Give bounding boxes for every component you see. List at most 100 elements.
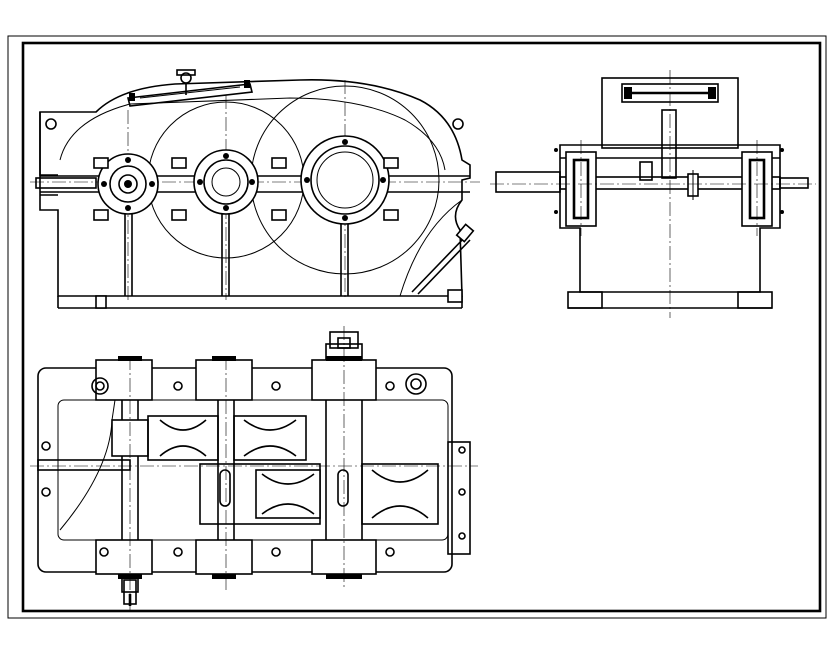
bolt-hole: [342, 139, 348, 145]
cover-screw-right: [244, 80, 250, 88]
vent-cap: [176, 69, 196, 76]
bolt-hole: [149, 181, 155, 187]
bearing-cover-1-mid: [109, 165, 147, 203]
side-foot-left: [567, 291, 603, 309]
bolt-hole: [380, 177, 386, 183]
bolt-hole: [223, 153, 229, 159]
lifting-eye-right: [452, 118, 464, 130]
side-key: [639, 161, 653, 181]
side-input-shaft: [495, 171, 561, 193]
bolt-hole: [101, 181, 107, 187]
top-flange-hole-1: [458, 446, 466, 454]
side-output-shaft-end: [779, 177, 809, 189]
edge-bolt: [271, 381, 281, 391]
side-view: [490, 70, 816, 318]
base-foot-bolt-right: [447, 289, 463, 303]
bolt-hole: [342, 215, 348, 221]
top-gear-1-web: [159, 419, 207, 457]
side-bolt: [554, 148, 558, 152]
side-bolt: [780, 148, 784, 152]
input-shaft-end: [35, 177, 97, 189]
edge-bolt-inner: [410, 378, 422, 390]
top-left-arc: [59, 379, 119, 531]
top-edge-bolts: [41, 373, 427, 557]
bearing-cover-3: [300, 135, 390, 225]
edge-bolt: [385, 381, 395, 391]
edge-bolt: [99, 547, 109, 557]
top-gear-3-web: [261, 473, 315, 515]
top-gear-4-body: [361, 463, 439, 525]
bolt: [93, 209, 109, 221]
side-bolt: [780, 210, 784, 214]
bolt: [171, 157, 187, 169]
bolt: [383, 209, 399, 221]
front-housing-outline: [39, 79, 471, 297]
top-gear-1-body: [147, 415, 219, 461]
housing-rib-3: [340, 224, 349, 296]
side-cover-nut-right: [708, 87, 716, 99]
edge-bolt: [41, 487, 51, 497]
dipstick-rod: [411, 235, 467, 293]
cover-screw-left: [129, 93, 135, 101]
bolt-hole: [125, 157, 131, 163]
edge-bolt: [385, 547, 395, 557]
top-right-flange: [447, 441, 471, 555]
side-bolt: [554, 210, 558, 214]
top-gear-4-web: [371, 469, 429, 519]
bearing-housing: [195, 359, 253, 401]
bearing-cover-2: [193, 149, 259, 215]
top-input-shaft: [37, 459, 131, 471]
edge-bolt: [173, 547, 183, 557]
dipstick-rod-2: [417, 239, 471, 295]
bearing-housing: [95, 539, 153, 575]
bearing-housing: [195, 539, 253, 575]
bearing-cover-3-outer: [300, 135, 390, 225]
bearing-mark: [212, 574, 236, 579]
bearing-cover-1: [97, 153, 159, 215]
top-output-keyway-2: [337, 469, 349, 507]
bolt: [271, 209, 287, 221]
side-cover-nut-left: [624, 87, 632, 99]
top-view: [30, 326, 478, 612]
base-foot-bolt-left: [95, 295, 107, 309]
edge-bolt-inner: [95, 381, 105, 391]
bearing-cover-1-hub: [124, 180, 132, 188]
housing-rib-1: [124, 214, 133, 296]
front-view: [30, 69, 480, 309]
bolt-hole: [249, 179, 255, 185]
bolt-hole: [197, 179, 203, 185]
bolt-hole: [304, 177, 310, 183]
bearing-mark: [212, 356, 236, 361]
bearing-cover-3-bore: [316, 151, 374, 209]
top-gear-2-body: [233, 415, 307, 461]
bearing-cover-2-inner: [203, 159, 249, 205]
oil-dipstick: [411, 223, 475, 295]
top-gear-2: [233, 415, 307, 461]
top-flange-hole-2: [458, 488, 466, 496]
cover-bolt-holes: [101, 139, 386, 221]
inspection-cover-inner: [139, 86, 241, 99]
edge-bolt: [271, 547, 281, 557]
bearing-cover-2-bore: [211, 167, 241, 197]
bolt-hole: [125, 205, 131, 211]
sheet-outer-border: [7, 35, 827, 619]
top-gear-1: [111, 415, 219, 461]
bolt: [383, 157, 399, 169]
top-gear-3: [199, 463, 321, 525]
side-foot-right: [737, 291, 773, 309]
sheet-frame: [21, 41, 822, 613]
dipstick-cap: [455, 223, 475, 243]
edge-bolt: [405, 373, 427, 395]
front-right-end: [399, 199, 463, 297]
bearing-cover-3-inner: [310, 145, 380, 215]
top-shaft-2-keyway: [219, 469, 231, 507]
top-gear-2-web: [243, 419, 297, 457]
top-flange-hole-3: [458, 532, 466, 540]
flange-bolts-front: [93, 157, 399, 221]
housing-rib-2: [221, 214, 230, 296]
front-left-end: [39, 112, 58, 196]
side-vent-pipe: [661, 109, 677, 179]
edge-bolt: [173, 381, 183, 391]
edge-bolt: [91, 377, 109, 395]
